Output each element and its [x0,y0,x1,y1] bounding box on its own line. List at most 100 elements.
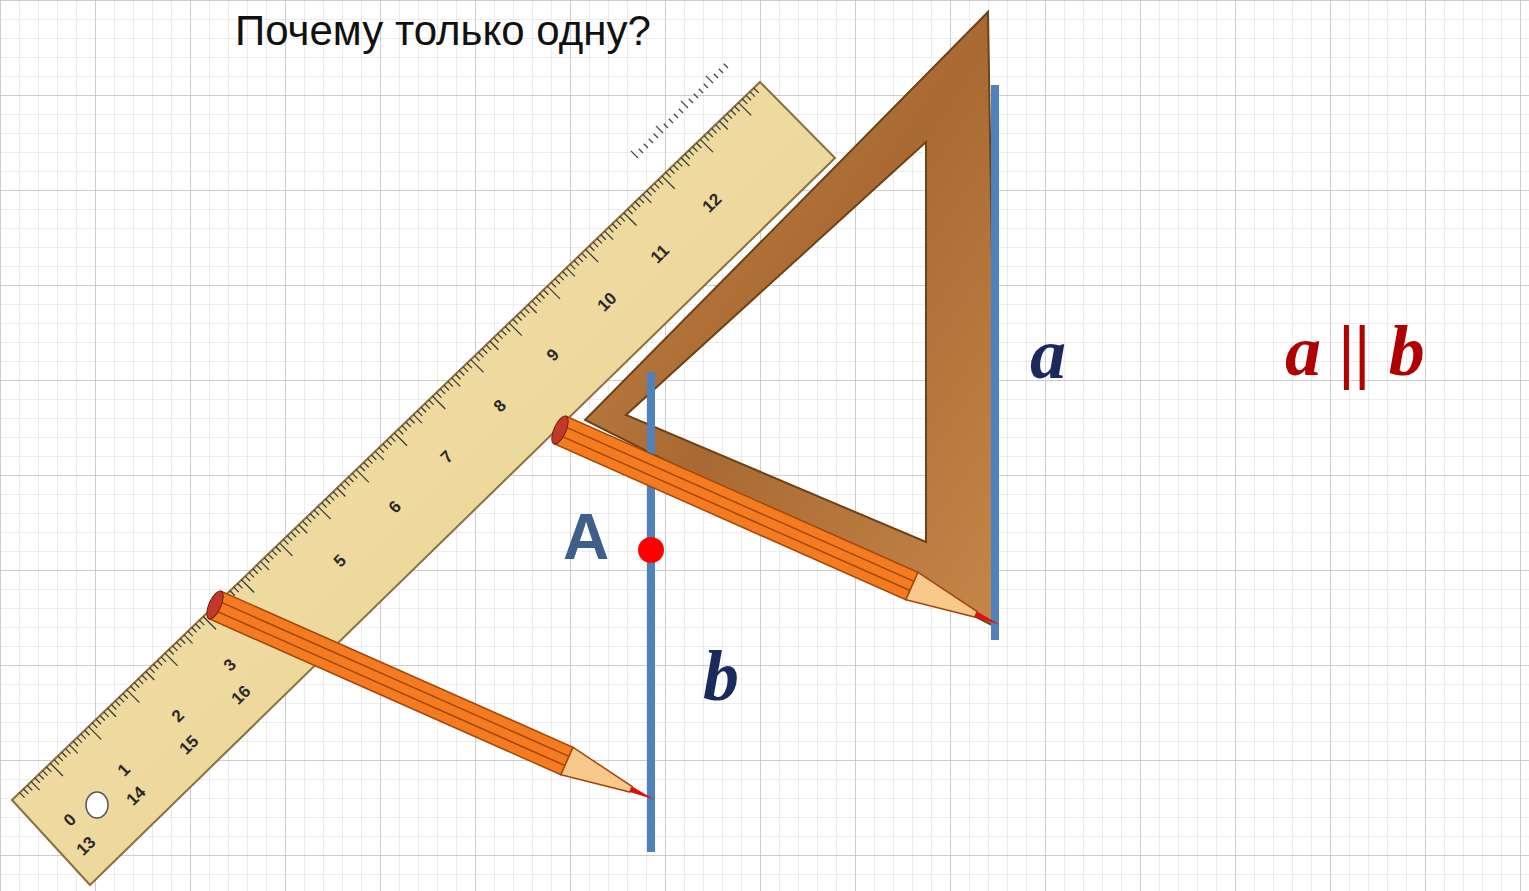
tick [689,150,694,155]
tick [425,404,430,409]
tick [199,620,204,625]
tick [268,554,273,559]
tick [379,448,384,453]
tick [39,774,44,779]
tick [643,194,651,202]
tick [291,532,296,537]
tick [234,587,239,592]
tick [656,126,663,133]
tick [601,235,606,240]
question-text: Почему только одну? [235,2,665,61]
tick [679,109,683,113]
tick [111,705,116,710]
tick [628,209,633,214]
tick [616,220,621,225]
tick [666,172,671,177]
tick [664,124,668,128]
tick [714,74,718,78]
tick [543,290,548,295]
line-b [647,372,655,852]
tick [467,363,472,368]
tick [459,371,464,376]
tick [509,323,522,336]
tick [77,738,82,743]
tick [631,205,636,210]
tick [528,305,536,313]
line-label: a [1030,318,1066,390]
tick [524,308,529,313]
point-label: A [563,505,609,569]
tick [582,253,587,258]
tick [681,158,689,166]
tick [192,628,197,633]
line-label: b [703,640,739,712]
tick [62,752,67,757]
tick [169,650,174,655]
tick [673,165,678,170]
tick [693,147,698,152]
tick [555,279,560,284]
tick [123,694,128,699]
tick [257,565,262,570]
tick [306,517,311,522]
tick [597,238,602,243]
tick [700,139,713,152]
tick [723,117,728,122]
tick [280,543,293,556]
tick [283,539,288,544]
tick [66,749,71,754]
tick [475,356,480,361]
tick [157,661,162,666]
tick [50,763,63,776]
tick [356,470,369,483]
tick [735,106,740,111]
tick [314,510,319,515]
tick [27,785,32,790]
tick [188,631,193,636]
tick [398,429,403,434]
tick [58,756,63,761]
tick [486,345,491,350]
tick [341,484,346,489]
tick [478,352,483,357]
tick [43,771,48,776]
tick [92,723,97,728]
tick [750,92,755,97]
tick [176,642,181,647]
tick [161,657,166,662]
tick [100,716,105,721]
tick [696,143,701,148]
tick [54,760,59,765]
tick [196,624,201,629]
tick [387,440,392,445]
tick [142,675,147,680]
tick [699,89,703,93]
tick [440,389,445,394]
tick [540,294,545,299]
tick [436,393,441,398]
tick [81,734,86,739]
tick [521,312,526,317]
tick [719,69,723,73]
tick [586,249,599,262]
tick [566,268,574,276]
tick [153,664,158,669]
tick [635,202,640,207]
tick [669,119,673,123]
tick [513,319,518,324]
tick [429,400,434,405]
tick [716,125,721,130]
parallel-statement: a || b [1285,315,1425,387]
tick [391,437,396,442]
tick [35,778,40,783]
tick [654,134,658,138]
tick [85,730,90,735]
tick [413,415,421,423]
tick [20,793,25,798]
tick [727,114,732,119]
tick [180,639,185,644]
tick [694,94,698,98]
tick [746,95,751,100]
tick [608,227,613,232]
tick [677,161,682,166]
